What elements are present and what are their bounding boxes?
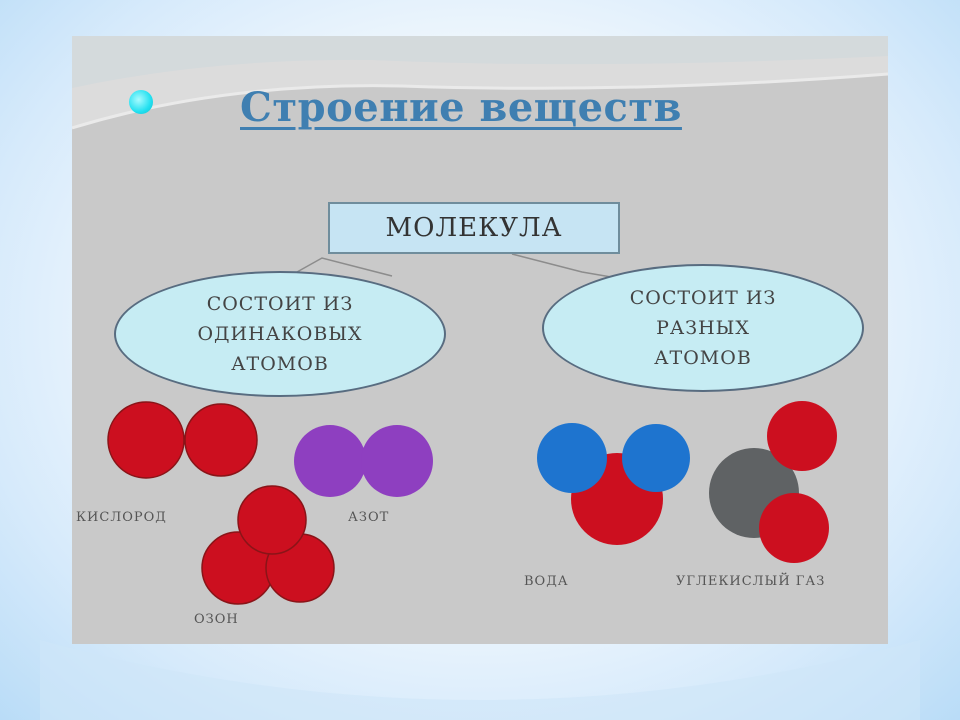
root-molecule-label: МОЛЕКУЛА xyxy=(385,213,563,243)
root-molecule-box: МОЛЕКУЛА xyxy=(328,202,620,254)
oxygen-atom-1 xyxy=(107,401,185,479)
nitrogen-molecule xyxy=(294,425,433,497)
oxygen-molecule xyxy=(107,401,258,479)
oxygen-atom-2 xyxy=(184,403,258,477)
branch-different-atoms-text: СОСТОИТ ИЗ РАЗНЫХ АТОМОВ xyxy=(629,287,777,369)
water-hydrogen-atom-right xyxy=(622,424,690,492)
label-oxygen: КИСЛОРОД xyxy=(76,510,167,525)
nitrogen-atom-1 xyxy=(294,425,366,497)
carbon-dioxide-molecule xyxy=(709,401,837,563)
branch-same-atoms: СОСТОИТ ИЗ ОДИНАКОВЫХ АТОМОВ xyxy=(114,271,446,397)
panel-decoration xyxy=(72,36,888,605)
slide-title: Строение веществ xyxy=(240,84,682,131)
ozone-atom-top xyxy=(237,485,307,555)
label-nitrogen: АЗОТ xyxy=(348,510,390,525)
branch-different-atoms: СОСТОИТ ИЗ РАЗНЫХ АТОМОВ xyxy=(542,264,864,392)
co2-oxygen-atom-top xyxy=(767,401,837,471)
branch-same-atoms-text: СОСТОИТ ИЗ ОДИНАКОВЫХ АТОМОВ xyxy=(197,293,363,375)
ozone-molecule xyxy=(201,485,335,605)
slide-content-panel: Строение веществ МОЛЕКУЛА СОСТОИТ ИЗ ОДИ… xyxy=(72,36,888,644)
title-bullet-icon xyxy=(129,90,153,114)
nitrogen-atom-2 xyxy=(361,425,433,497)
water-molecule xyxy=(537,423,690,545)
label-carbon-dioxide: УГЛЕКИСЛЫЙ ГАЗ xyxy=(676,574,826,589)
label-water: ВОДА xyxy=(524,574,569,589)
co2-oxygen-atom-bottom xyxy=(759,493,829,563)
label-ozone: ОЗОН xyxy=(194,612,239,627)
water-hydrogen-atom-left xyxy=(537,423,607,493)
